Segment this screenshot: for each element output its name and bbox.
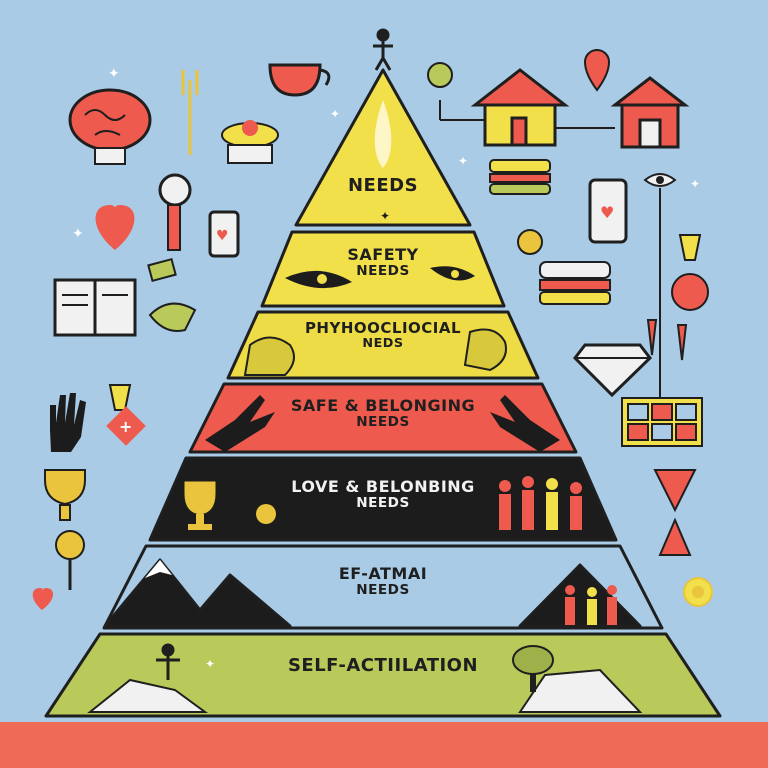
tier-1-label: NEEDS bbox=[318, 175, 448, 197]
apex-flame-icon bbox=[374, 100, 392, 168]
brain-icon bbox=[68, 88, 152, 165]
tier-2-label: SAFETY NEEDS bbox=[303, 245, 463, 280]
pencil-icon bbox=[646, 319, 688, 361]
people-group-icon bbox=[499, 476, 582, 530]
sparkle-icon: ✦ bbox=[330, 107, 340, 121]
sparkle-icon: ✦ bbox=[205, 657, 215, 671]
tier-6-label: EF-ATMAI NEEDS bbox=[303, 564, 463, 599]
tier-4-line1: SAFE & BELONGING bbox=[290, 396, 476, 415]
tier-3-label: PHYHOOCLIOCIAL NEDS bbox=[268, 319, 498, 352]
people-group-icon bbox=[565, 585, 617, 625]
tier-6-line2: NEEDS bbox=[356, 582, 410, 599]
tier-6-line1: EF-ATMAI bbox=[338, 564, 428, 583]
heart-icon bbox=[32, 588, 54, 610]
house-icon bbox=[470, 68, 570, 147]
money-icon bbox=[147, 257, 197, 332]
sparkle-icon: ✦ bbox=[690, 177, 700, 191]
tier-4-line2: NEEDS bbox=[356, 414, 410, 431]
trophy-icon bbox=[44, 469, 86, 590]
connector-line bbox=[439, 100, 615, 129]
hand-icon bbox=[205, 395, 275, 452]
trophy-icon bbox=[184, 481, 216, 530]
hand-icon bbox=[490, 395, 560, 452]
eye-icon bbox=[430, 266, 475, 281]
hourglass-icon bbox=[653, 469, 697, 556]
hand-icon bbox=[50, 393, 86, 452]
ribbon-icon bbox=[671, 234, 709, 311]
cup-icon bbox=[268, 63, 331, 97]
person-icon bbox=[373, 28, 393, 71]
diamond-icon bbox=[573, 343, 653, 398]
sparkle-icon: ✦ bbox=[380, 209, 390, 223]
tier-2-line1: SAFETY bbox=[347, 245, 419, 264]
food-plate-icon bbox=[221, 120, 279, 164]
eye-icon bbox=[643, 173, 677, 400]
heart-icon bbox=[95, 205, 135, 250]
barn-icon bbox=[610, 76, 690, 149]
tree-icon bbox=[512, 645, 554, 692]
book-icon bbox=[53, 278, 137, 337]
sandwich-icon bbox=[539, 261, 611, 305]
tier-7-line1: SELF-ACTIILATION bbox=[287, 655, 479, 676]
coin-icon bbox=[517, 229, 543, 255]
tier-3-line1: PHYHOOCLIOCIAL bbox=[304, 319, 462, 337]
tier-5-label: LOVE & BELONBING NEEDS bbox=[268, 477, 498, 512]
svg-text:♥: ♥ bbox=[216, 228, 229, 244]
tier-5-line2: NEEDS bbox=[356, 495, 410, 512]
svg-text:♥: ♥ bbox=[600, 203, 614, 222]
tier-7-label: SELF-ACTIILATION bbox=[258, 655, 508, 677]
tier-4-band bbox=[188, 382, 578, 454]
svg-text:+: + bbox=[119, 417, 132, 436]
location-pin-icon bbox=[583, 49, 611, 92]
hand-icon bbox=[463, 328, 507, 372]
location-pin-icon bbox=[427, 62, 453, 88]
ground-strip bbox=[0, 722, 768, 768]
medal-icon: + bbox=[106, 384, 146, 446]
sandwich-icon bbox=[489, 159, 551, 195]
tier-3-line2: NEDS bbox=[362, 336, 404, 352]
tier-1-line1: NEEDS bbox=[347, 175, 419, 196]
photo-grid-icon bbox=[621, 397, 703, 447]
medal-icon bbox=[256, 504, 276, 524]
sun-icon bbox=[683, 577, 713, 607]
sparkle-icon: ✦ bbox=[72, 226, 84, 242]
rock-icon bbox=[87, 668, 643, 713]
tier-3-band bbox=[226, 310, 540, 380]
sparkle-icon: ✦ bbox=[108, 66, 120, 82]
hand-icon bbox=[243, 336, 295, 376]
tier-5-line1: LOVE & BELONBING bbox=[291, 477, 475, 496]
sparkle-icon: ✦ bbox=[458, 154, 468, 168]
phone-icon: ♥ bbox=[588, 178, 628, 244]
fork-icon bbox=[181, 70, 199, 155]
tier-4-label: SAFE & BELONGING NEEDS bbox=[243, 396, 523, 431]
magnifier-icon bbox=[158, 173, 192, 251]
eye-icon bbox=[285, 270, 352, 289]
tier-2-line2: NEEDS bbox=[356, 263, 410, 280]
person-icon bbox=[156, 643, 180, 680]
phone-heart-icon: ♥ bbox=[208, 210, 240, 258]
